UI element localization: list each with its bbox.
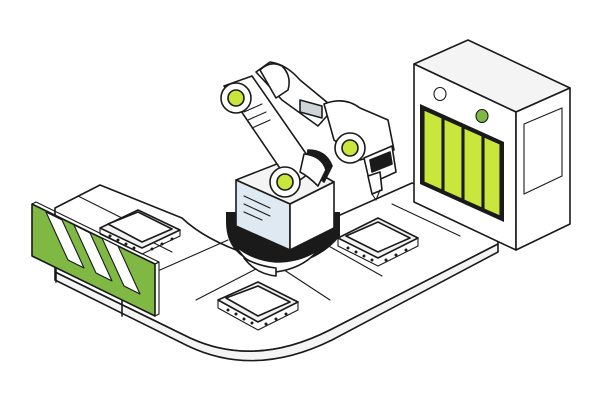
indicator-light-on: [475, 108, 489, 124]
robot-control-box-side: [289, 181, 335, 251]
microchip-2: [217, 281, 299, 331]
indicator-light-off: [433, 86, 447, 102]
robot-arm-rod: [299, 99, 323, 119]
lower-arm-detail-lines: [243, 103, 271, 129]
microchip-1: [99, 209, 181, 255]
robot-arm: [220, 61, 397, 277]
processing-machine: [413, 39, 571, 251]
microchip-3: [337, 217, 419, 267]
control-box-vent-lines: [243, 195, 271, 221]
safety-barrier: [31, 201, 160, 317]
machine-side-window: [523, 107, 563, 195]
machine-door-panels: [423, 109, 501, 217]
barrier-stripes: [45, 211, 141, 295]
conveyor-belt-edge: [54, 243, 499, 362]
